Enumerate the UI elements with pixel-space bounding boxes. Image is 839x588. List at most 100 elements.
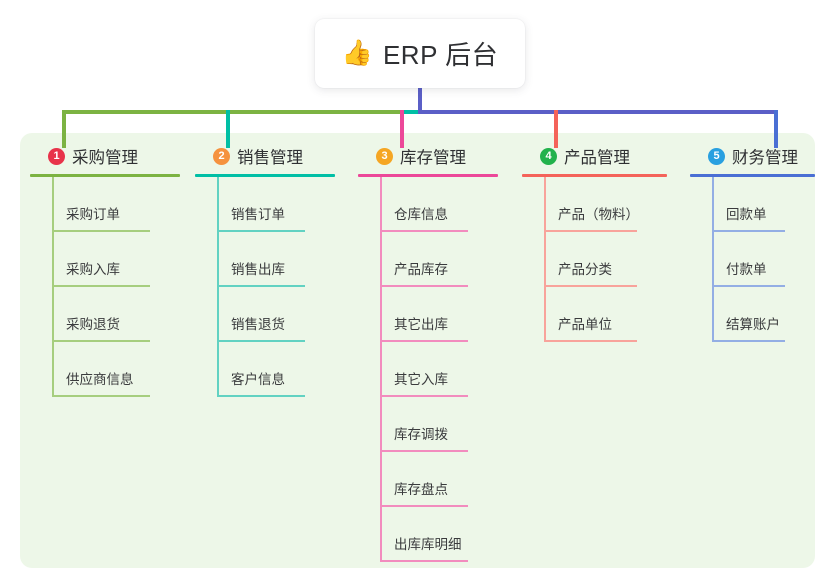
leaf-item[interactable]: 库存调拨 — [358, 397, 498, 452]
column-badge-1: 1 — [48, 147, 65, 165]
leaf-item[interactable]: 回款单 — [690, 177, 815, 232]
leaf-label: 供应商信息 — [66, 372, 134, 387]
leaf-item[interactable]: 其它入库 — [358, 342, 498, 397]
leaf-label: 其它出库 — [394, 317, 448, 332]
branch-4: 产品（物料） 产品分类产品单位 — [522, 177, 667, 342]
leaf-item[interactable]: 供应商信息 — [30, 342, 180, 397]
leaf-item[interactable]: 销售订单 — [195, 177, 335, 232]
column-title-5: 财务管理 — [732, 149, 798, 167]
leaf-item[interactable]: 销售出库 — [195, 232, 335, 287]
leaf-label: 采购入库 — [66, 262, 120, 277]
column-badge-2: 2 — [213, 147, 230, 165]
leaf-item[interactable]: 采购退货 — [30, 287, 180, 342]
leaf-rule — [217, 230, 305, 232]
leaf-item[interactable]: 结算账户 — [690, 287, 815, 342]
thumbs-up-icon: 👍 — [341, 39, 373, 67]
leaf-rule — [380, 560, 468, 562]
leaf-item[interactable]: 采购订单 — [30, 177, 180, 232]
column-badge-4: 4 — [540, 147, 557, 165]
leaf-label: 库存盘点 — [394, 482, 448, 497]
column-header-2[interactable]: 2 销售管理 — [195, 145, 335, 167]
branch-3: 仓库信息产品库存其它出库其它入库库存调拨库存盘点出库库明细 — [358, 177, 498, 562]
drop-line-column-3 — [400, 110, 404, 148]
leaf-rule — [52, 285, 150, 287]
leaf-label: 仓库信息 — [394, 207, 448, 222]
leaf-rule — [52, 230, 150, 232]
leaf-item[interactable]: 其它出库 — [358, 287, 498, 342]
leaf-rule — [380, 450, 468, 452]
column-2: 2 销售管理销售订单销售出库销售退货客户信息 — [195, 145, 335, 397]
column-rule-5 — [690, 174, 815, 177]
leaf-label: 采购退货 — [66, 317, 120, 332]
root-node-card[interactable]: 👍 ERP 后台 — [315, 19, 525, 88]
leaf-item[interactable]: 产品单位 — [522, 287, 667, 342]
leaf-label: 付款单 — [726, 262, 767, 277]
branch-2: 销售订单销售出库销售退货客户信息 — [195, 177, 335, 397]
leaf-item[interactable]: 销售退货 — [195, 287, 335, 342]
leaf-label: 采购订单 — [66, 207, 120, 222]
root-title: ERP 后台 — [382, 40, 499, 70]
leaf-item[interactable]: 采购入库 — [30, 232, 180, 287]
leaf-rule — [544, 340, 637, 342]
drop-line-column-1 — [62, 110, 66, 148]
leaf-label: 客户信息 — [231, 372, 285, 387]
column-title-2: 销售管理 — [237, 149, 303, 167]
branch-trunk-4 — [544, 177, 546, 342]
leaf-item[interactable]: 产品（物料） — [522, 177, 667, 232]
column-header-4[interactable]: 4 产品管理 — [522, 145, 667, 167]
leaf-label: 销售订单 — [231, 207, 285, 222]
leaf-rule — [712, 340, 785, 342]
column-title-4: 产品管理 — [564, 149, 630, 167]
bus-segment-green — [62, 110, 402, 114]
drop-line-column-4 — [554, 110, 558, 148]
column-rule-4 — [522, 174, 667, 177]
branch-trunk-5 — [712, 177, 714, 342]
leaf-item[interactable]: 客户信息 — [195, 342, 335, 397]
root-stem-line — [418, 88, 422, 112]
leaf-rule — [380, 395, 468, 397]
bus-segment-blue — [418, 110, 778, 114]
drop-line-column-5 — [774, 110, 778, 148]
leaf-label: 产品单位 — [558, 317, 612, 332]
leaf-rule — [217, 340, 305, 342]
leaf-label: 结算账户 — [726, 317, 780, 332]
branch-5: 回款单付款单结算账户 — [690, 177, 815, 342]
column-badge-5: 5 — [708, 147, 725, 165]
leaf-item[interactable]: 出库库明细 — [358, 507, 498, 562]
column-5: 5 财务管理回款单付款单结算账户 — [690, 145, 815, 342]
column-rule-3 — [358, 174, 498, 177]
leaf-label: 库存调拨 — [394, 427, 448, 442]
leaf-rule — [712, 230, 785, 232]
leaf-label: 销售出库 — [231, 262, 285, 277]
leaf-rule — [380, 340, 468, 342]
column-badge-3: 3 — [376, 147, 393, 165]
column-rule-2 — [195, 174, 335, 177]
leaf-label: 产品（物料） — [558, 207, 639, 222]
leaf-item[interactable]: 库存盘点 — [358, 452, 498, 507]
branch-1: 采购订单采购入库采购退货供应商信息 — [30, 177, 180, 397]
leaf-rule — [52, 340, 150, 342]
leaf-item[interactable]: 产品库存 — [358, 232, 498, 287]
leaf-label: 销售退货 — [231, 317, 285, 332]
leaf-item[interactable]: 仓库信息 — [358, 177, 498, 232]
leaf-label: 产品库存 — [394, 262, 448, 277]
leaf-item[interactable]: 付款单 — [690, 232, 815, 287]
column-rule-1 — [30, 174, 180, 177]
column-4: 4 产品管理产品（物料） 产品分类产品单位 — [522, 145, 667, 342]
leaf-label: 出库库明细 — [394, 537, 462, 552]
leaf-rule — [544, 285, 637, 287]
column-title-1: 采购管理 — [72, 149, 138, 167]
column-header-5[interactable]: 5 财务管理 — [690, 145, 815, 167]
leaf-label: 回款单 — [726, 207, 767, 222]
column-1: 1 采购管理采购订单采购入库采购退货供应商信息 — [30, 145, 180, 397]
branch-trunk-1 — [52, 177, 54, 397]
mindmap-panel — [20, 133, 815, 568]
leaf-item[interactable]: 产品分类 — [522, 232, 667, 287]
leaf-rule — [380, 285, 468, 287]
drop-line-column-2 — [226, 110, 230, 148]
branch-trunk-2 — [217, 177, 219, 397]
leaf-rule — [52, 395, 150, 397]
column-header-1[interactable]: 1 采购管理 — [30, 145, 180, 167]
